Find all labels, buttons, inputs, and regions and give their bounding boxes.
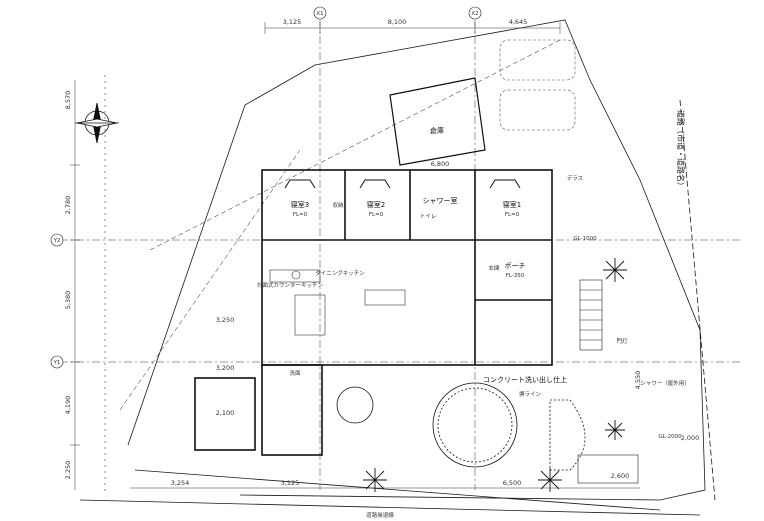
- dim-left-1: 8,570: [64, 91, 72, 110]
- dim-misc-6: 2,000: [681, 434, 700, 442]
- dash-diagonal-2: [119, 149, 301, 411]
- room-porch-level: FL-350: [506, 273, 525, 279]
- road-edge-bottom: [79, 499, 701, 516]
- dim-misc-5: 2,100: [216, 409, 235, 417]
- room-bedroom-1: 寝室1: [503, 200, 521, 209]
- dim-top-1: 3,125: [283, 18, 302, 26]
- grid-marker-x2: X2: [471, 11, 478, 17]
- dim-bottom-2: 3,125: [281, 479, 300, 487]
- house-left-annex: [194, 377, 256, 451]
- label-gl-1000: GL-1000: [573, 236, 597, 242]
- room-bedroom-3: 寝室3: [291, 200, 309, 209]
- dining-table: [294, 294, 326, 336]
- parking-space-1: [499, 39, 576, 81]
- dim-top-2: 8,100: [388, 18, 407, 26]
- room-gate: 門灯: [616, 337, 628, 345]
- site-boundary: [127, 19, 706, 501]
- dim-left-5: 2,250: [64, 461, 72, 480]
- room-entrance: 玄関: [488, 264, 500, 272]
- room-bedroom-2-level: FL=0: [369, 212, 384, 218]
- dim-misc-1: 3,250: [216, 316, 235, 324]
- turnaround-circle: [432, 382, 518, 468]
- entry-stair: [579, 279, 603, 351]
- dim-bottom-3: 6,500: [503, 479, 522, 487]
- dim-left-4: 4,190: [64, 396, 72, 415]
- parking-space-2: [499, 89, 576, 131]
- room-bedroom-3-level: FL=0: [293, 212, 308, 218]
- grid-marker-y1: Y1: [53, 360, 61, 366]
- room-bedroom-2: 寝室2: [367, 200, 385, 209]
- storage-shed: [389, 77, 486, 166]
- label-outdoor-shower: シャワー（屋外用）: [640, 379, 690, 387]
- dim-left-2: 2,780: [64, 196, 72, 215]
- label-road-right: 道路（市道・道路名）: [676, 110, 686, 190]
- dim-misc-4: 4,550: [634, 371, 642, 390]
- label-gl-2000: GL-2000: [658, 434, 682, 440]
- room-shower: シャワー室: [423, 196, 458, 205]
- tree-icons: [363, 258, 627, 492]
- house-main-outline: [261, 169, 553, 366]
- label-concrete-finish: コンクリート洗い出し仕上: [483, 375, 567, 384]
- grid-marker-x1: X1: [316, 11, 323, 17]
- dim-misc-2: 3,200: [216, 364, 235, 372]
- dim-top-3: 4,645: [509, 18, 528, 26]
- room-closet: 収納: [332, 201, 344, 209]
- room-toilet: トイレ: [420, 214, 437, 220]
- room-terrace: デラス: [567, 174, 583, 182]
- house-lower-wing: [261, 364, 323, 456]
- road-edge-right: [679, 99, 716, 501]
- planter-circle: [336, 386, 374, 424]
- north-arrow-icon: [75, 102, 119, 144]
- grid-marker-y2: Y2: [53, 238, 61, 244]
- room-dining: ダイニングキッチン: [315, 269, 365, 277]
- room-porch: ポーチ: [505, 262, 526, 270]
- room-storage: 倉庫: [430, 126, 444, 135]
- dash-diagonal-1: [149, 39, 561, 251]
- room-kitchen-counter: 対面式カウンターキッチン: [257, 281, 324, 289]
- label-wall-line: 塀ライン: [519, 390, 542, 398]
- dim-bottom-4: 2,600: [611, 472, 630, 480]
- setback-line: [134, 469, 661, 511]
- dim-misc-3: 6,800: [431, 160, 450, 168]
- dim-left-3: 5,380: [64, 291, 72, 310]
- dim-bottom-1: 3,254: [171, 479, 190, 487]
- label-road-bottom: 道路後退線: [366, 511, 394, 519]
- room-bedroom-1-level: FL=0: [505, 212, 520, 218]
- room-washroom: 洗面: [289, 369, 301, 377]
